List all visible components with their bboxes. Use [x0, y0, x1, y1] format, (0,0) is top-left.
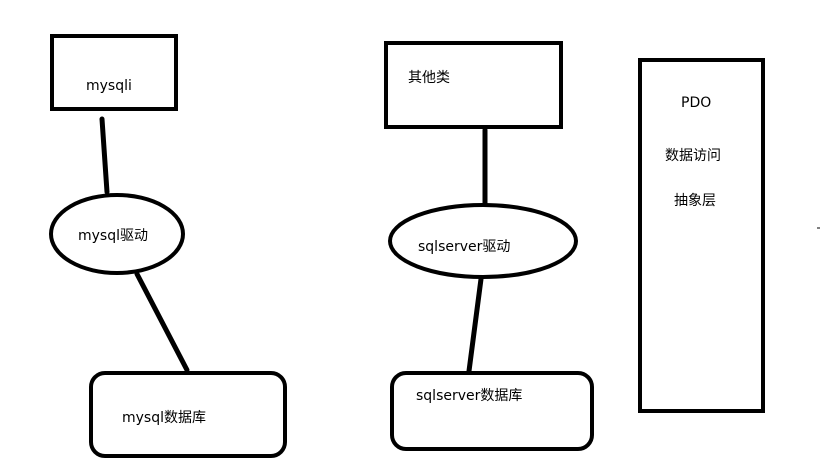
- node-pdo-line1: 数据访问: [665, 148, 721, 164]
- node-mysql-db-label: mysql数据库: [122, 410, 206, 426]
- node-other-class-label: 其他类: [408, 70, 450, 86]
- node-sqlserver-driver-label: sqlserver驱动: [418, 239, 510, 255]
- node-pdo-box: [638, 58, 765, 413]
- node-other-class-box: [384, 41, 563, 129]
- node-mysql-driver-ellipse: [49, 193, 185, 275]
- node-mysqli: mysqli: [50, 34, 178, 111]
- node-pdo: PDO 数据访问 抽象层: [638, 58, 765, 413]
- node-mysqli-box: [50, 34, 178, 111]
- node-mysql-driver-label: mysql驱动: [78, 228, 148, 244]
- node-other-class: 其他类: [384, 41, 563, 129]
- edge-mysql-driver-to-mysql-db: [134, 271, 190, 373]
- node-mysql-driver: mysql驱动: [49, 193, 185, 275]
- node-pdo-line2: 抽象层: [674, 193, 716, 209]
- node-mysql-db: mysql数据库: [89, 371, 287, 458]
- node-mysql-db-box: [89, 371, 287, 458]
- node-sqlserver-db-box: [390, 371, 594, 451]
- edge-mysqli-to-mysql-driver: [99, 116, 110, 195]
- node-sqlserver-db: sqlserver数据库: [390, 371, 594, 451]
- node-pdo-title: PDO: [681, 95, 711, 111]
- node-sqlserver-driver: sqlserver驱动: [388, 203, 578, 279]
- node-sqlserver-db-label: sqlserver数据库: [416, 388, 522, 404]
- node-mysqli-label: mysqli: [86, 78, 132, 94]
- node-sqlserver-driver-ellipse: [388, 203, 578, 279]
- edge-sqlserver-driver-to-sqlserver-db: [466, 276, 484, 374]
